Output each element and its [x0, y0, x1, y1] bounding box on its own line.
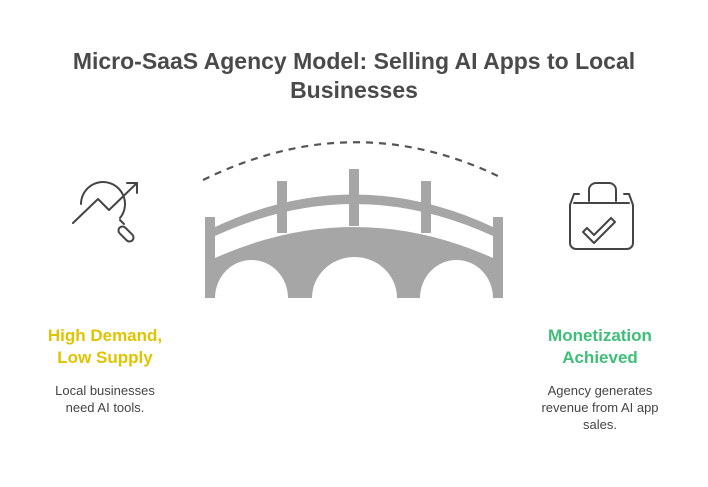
- right-description-line1: Agency generates: [547, 383, 653, 398]
- left-heading-line2: Low Supply: [57, 348, 153, 367]
- left-description: Local businesses need AI tools.: [20, 382, 190, 416]
- bridge-icon: [205, 169, 503, 298]
- left-description-line2: need AI tools.: [65, 400, 145, 415]
- right-heading: Monetization Achieved: [512, 325, 688, 369]
- page-title: Micro-SaaS Agency Model: Selling AI Apps…: [72, 48, 636, 103]
- chart-magnifier-icon: [72, 181, 138, 243]
- right-description: Agency generates revenue from AI app sal…: [512, 382, 688, 433]
- left-heading: High Demand, Low Supply: [20, 325, 190, 369]
- right-description-line3: sales.: [583, 417, 617, 432]
- right-description-line2: revenue from AI app: [541, 400, 659, 415]
- right-heading-line2: Achieved: [562, 348, 638, 367]
- dashed-arc: [202, 141, 501, 181]
- left-heading-line1: High Demand,: [47, 326, 163, 345]
- right-heading-line1: Monetization: [548, 326, 652, 345]
- left-description-line1: Local businesses: [55, 383, 155, 398]
- shopping-bag-check-icon: [569, 182, 634, 250]
